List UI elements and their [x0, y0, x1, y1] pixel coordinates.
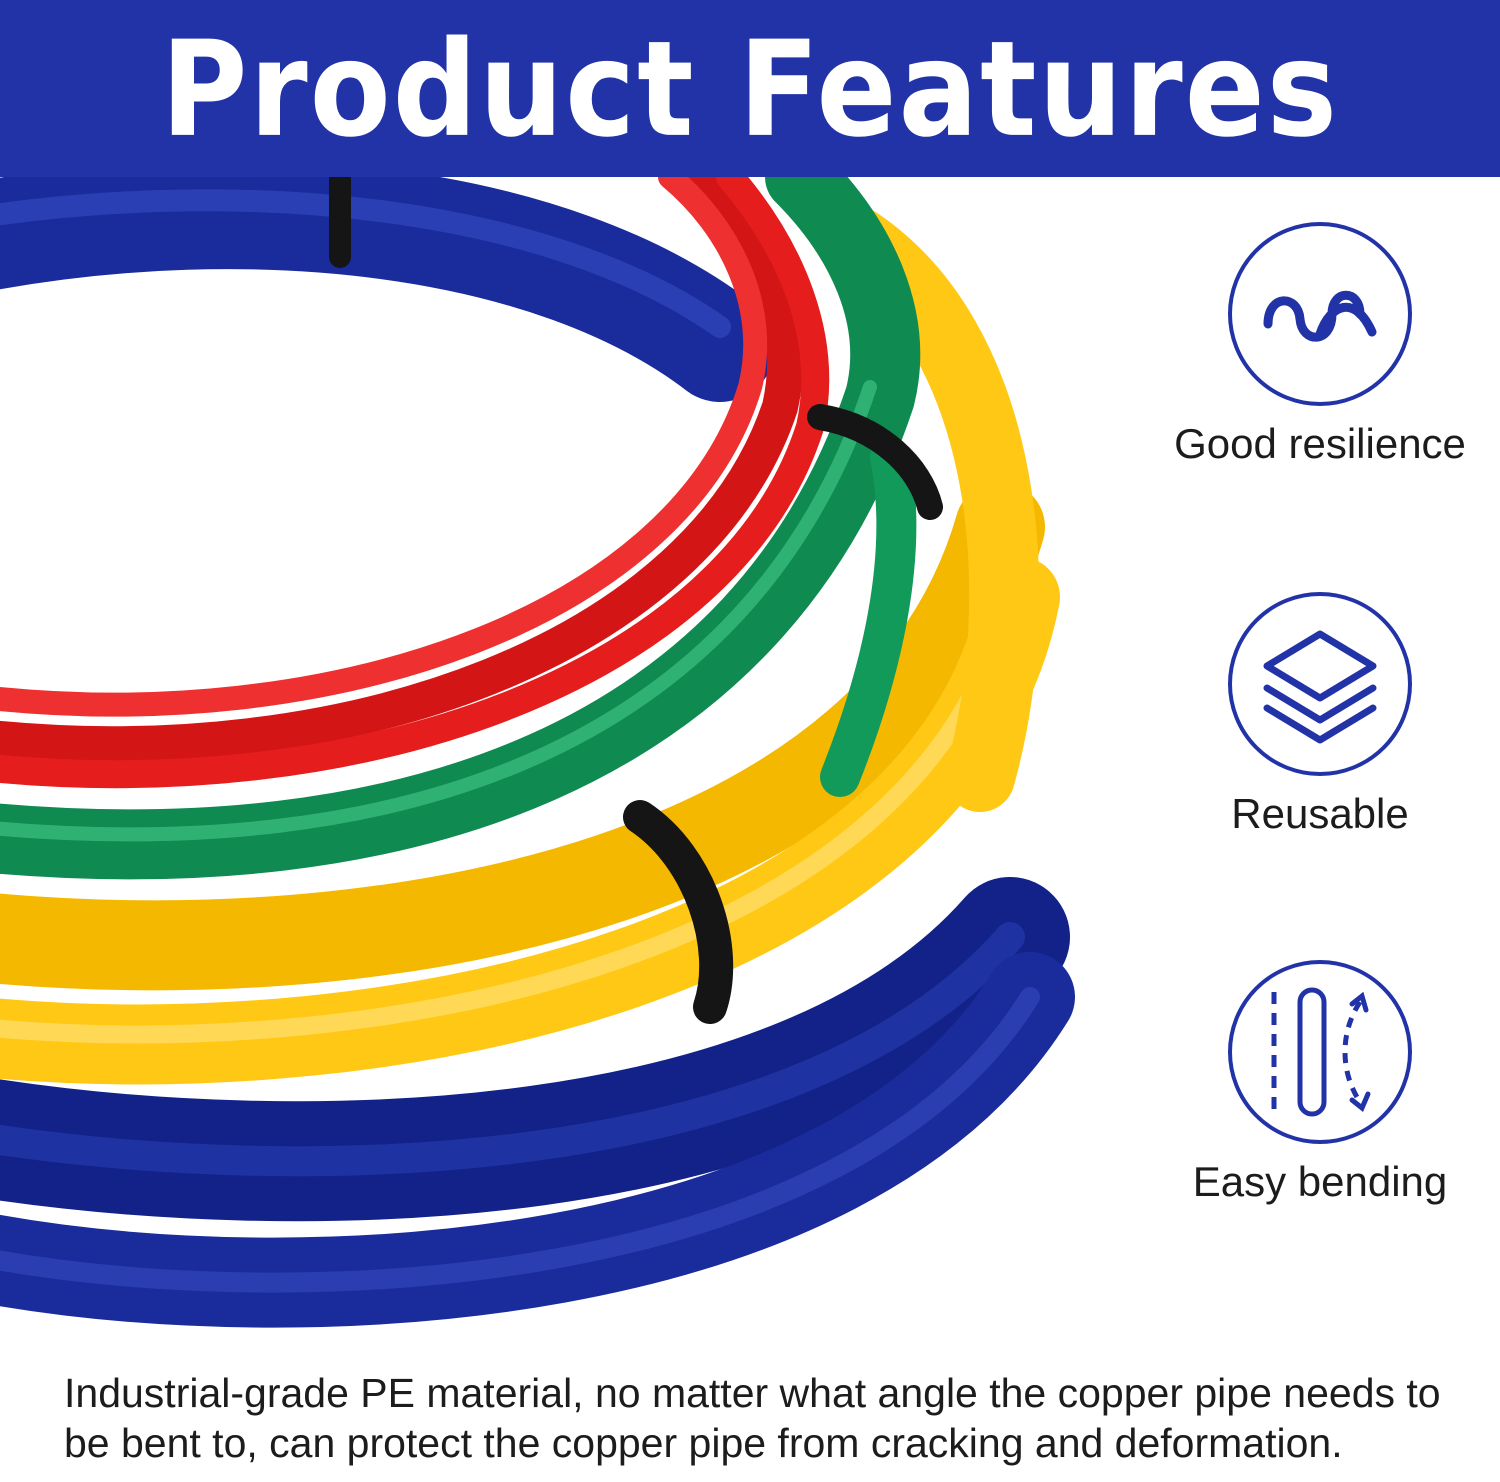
- layers-icon: [1263, 630, 1377, 744]
- page-title: Product Features: [160, 11, 1339, 166]
- feature-label: Reusable: [1231, 790, 1409, 837]
- product-photo: [0, 177, 1140, 1340]
- feature-label: Easy bending: [1192, 1158, 1448, 1205]
- feature-icon-circle: [1228, 960, 1412, 1144]
- feature-label: Good resilience: [1174, 420, 1466, 467]
- feature-icon-circle: [1228, 592, 1412, 776]
- wave-icon: [1263, 290, 1377, 342]
- feature-easy-bending: Easy bending: [1140, 960, 1500, 1206]
- feature-good-resilience: Good resilience: [1140, 222, 1500, 468]
- header-banner: Product Features: [0, 0, 1500, 177]
- bending-icon: [1271, 987, 1371, 1117]
- product-description: Industrial-grade PE material, no matter …: [64, 1370, 1441, 1466]
- feature-icon-circle: [1228, 222, 1412, 406]
- feature-reusable: Reusable: [1140, 592, 1500, 838]
- tube-coils-illustration: [0, 177, 1075, 1328]
